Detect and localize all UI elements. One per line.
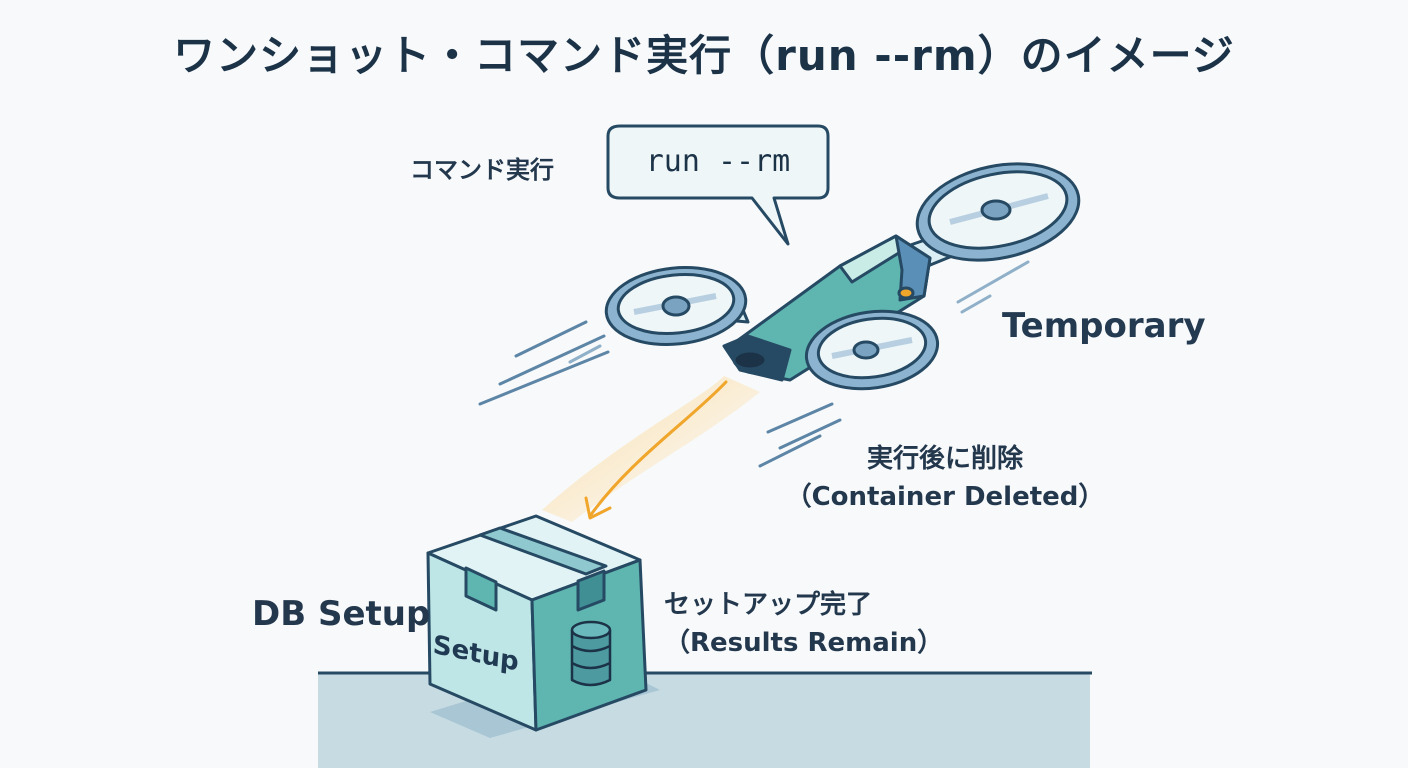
setup-box [426, 514, 660, 738]
complete-line-1: セットアップ完了 [664, 590, 873, 620]
deleted-line-1: 実行後に削除 [866, 444, 1023, 474]
deleted-label: 実行後に削除 （Container Deleted） [785, 440, 1105, 516]
motion-lines [478, 260, 1030, 468]
temporary-label: Temporary [1002, 306, 1206, 346]
page-title: ワンショット・コマンド実行（run --rm）のイメージ [173, 31, 1235, 80]
complete-line-2: （Results Remain） [664, 628, 944, 658]
database-icon [570, 620, 612, 687]
drone [604, 162, 1081, 391]
command-bubble-text: run --rm [645, 143, 791, 179]
db-setup-label: DB Setup [252, 594, 431, 634]
drop-arrow [542, 376, 760, 522]
complete-label: セットアップ完了 （Results Remain） [664, 586, 943, 662]
speech-bubble [606, 124, 830, 246]
deleted-line-2: （Container Deleted） [785, 482, 1105, 512]
command-label: コマンド実行 [410, 156, 554, 184]
